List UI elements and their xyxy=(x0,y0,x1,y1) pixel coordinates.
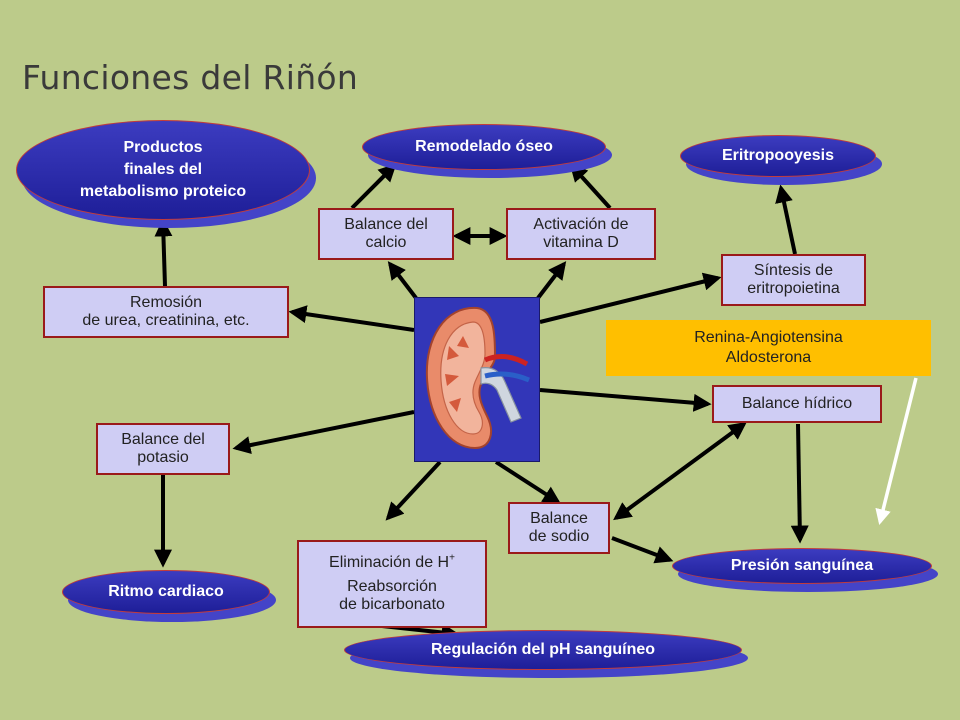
page-title: Funciones del Riñón xyxy=(22,58,359,97)
kidney-panel xyxy=(414,297,540,462)
arrow-kidney-epo xyxy=(539,272,722,324)
node-regulacion-ph: Regulación del pH sanguíneo xyxy=(344,630,748,678)
node-balance-hidrico: Balance hídrico xyxy=(712,385,882,423)
node-remosion-urea: Remosión de urea, creatinina, etc. xyxy=(43,286,289,338)
node-eritropooyesis: Eritropooyesis xyxy=(680,135,882,185)
kidney-icon xyxy=(425,306,530,450)
arrow-vitd-remodelado xyxy=(569,163,612,210)
node-remodelado-oseo: Remodelado óseo xyxy=(362,124,612,178)
node-productos-finales: Productos finales del metabolismo protei… xyxy=(16,120,316,228)
node-sintesis-eritropoietina: Síntesis de eritropoietina xyxy=(721,254,866,306)
arrow-kidney-hidrico xyxy=(539,388,712,412)
node-balance-calcio: Balance del calcio xyxy=(318,208,454,260)
node-renina-angiotensina: Renina-Angiotensina Aldosterona xyxy=(606,320,931,376)
node-ritmo-cardiaco: Ritmo cardiaco xyxy=(62,570,276,622)
node-activacion-vitamina-d: Activación de vitamina D xyxy=(506,208,656,260)
arrow-kidney-potasio xyxy=(232,410,415,454)
arrow-kidney-vitd xyxy=(536,261,567,300)
arrow-kidney-eliminacion xyxy=(385,460,442,521)
arrow-kidney-remosion xyxy=(288,305,415,332)
arrow-epo-eritro xyxy=(775,184,797,255)
arrow-kidney-sodio xyxy=(494,460,562,504)
arrow-calcio-remodelado xyxy=(350,163,397,210)
node-balance-sodio: Balance de sodio xyxy=(508,502,610,554)
arrow-renina-presion xyxy=(875,377,918,526)
arrow-kidney-calcio xyxy=(387,261,418,300)
node-presion-sanguinea: Presión sanguínea xyxy=(672,548,938,592)
arrow-hidrico-presion xyxy=(790,423,809,544)
node-eliminacion-reabsorcion: Eliminación de H+ Reabsorción de bicarbo… xyxy=(297,540,487,628)
arrow-remosion-productos xyxy=(154,218,173,287)
arrow-sodio-presion xyxy=(611,536,674,564)
arrow-sodio-hidrico xyxy=(613,421,747,521)
node-balance-potasio: Balance del potasio xyxy=(96,423,230,475)
